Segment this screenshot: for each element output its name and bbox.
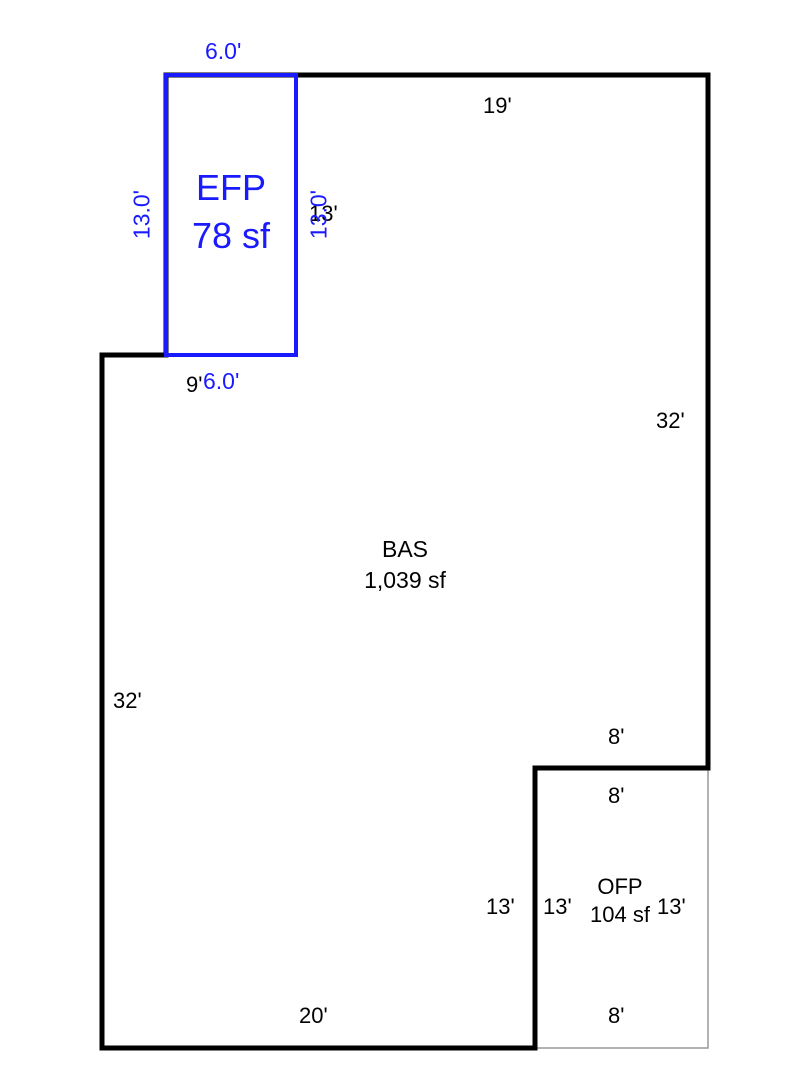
efp-area-label: EFP 78 sf (166, 170, 296, 254)
ofp-area-label: OFP 104 sf (570, 876, 670, 926)
bas-efp-side-dimension: 13' (309, 201, 338, 226)
bas-left-dimension: 32' (113, 688, 142, 713)
bas-notch-side-dimension: 13' (486, 894, 515, 919)
efp-top-dimension: 6.0' (205, 38, 242, 64)
bas-top-dimension: 19' (483, 93, 512, 118)
efp-right-dimension: 13.0' (305, 189, 332, 240)
ofp-top-dimension: 8' (608, 783, 625, 808)
ofp-outline (535, 768, 709, 1049)
bas-bottom-dimension: 20' (299, 1003, 328, 1028)
ofp-left-dimension: 13' (543, 894, 572, 919)
bas-right-dimension: 32' (656, 408, 685, 433)
ofp-right-dimension: 13' (657, 894, 686, 919)
ofp-name: OFP (597, 874, 643, 899)
efp-bottom-dimension: 6.0' (203, 368, 240, 394)
efp-outline (164, 73, 298, 357)
efp-left-dimension: 13.0' (128, 189, 155, 240)
ofp-bottom-dimension: 8' (608, 1003, 625, 1028)
bas-notch-top-dimension: 8' (608, 724, 625, 749)
bas-name: BAS (381, 536, 429, 562)
efp-name: EFP (195, 167, 266, 208)
bas-left-stub-dimension: 9' (186, 372, 203, 397)
bas-area-label: BAS 1,039 sf (340, 538, 470, 592)
bas-area: 1,039 sf (364, 567, 446, 593)
efp-area: 78 sf (191, 215, 271, 256)
ofp-area: 104 sf (590, 902, 650, 927)
